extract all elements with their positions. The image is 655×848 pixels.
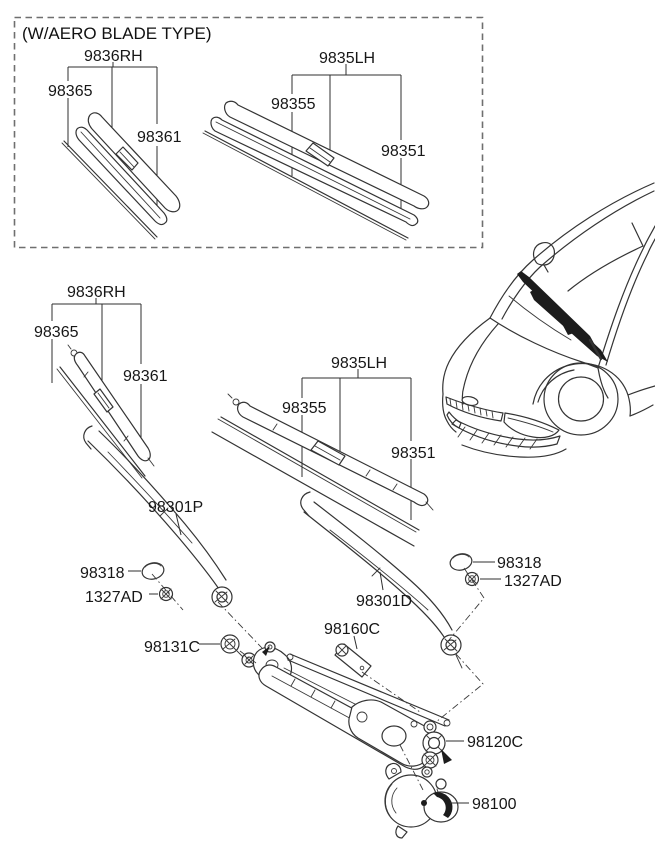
- callout-aero-rh-assembly: 9836RH: [84, 48, 143, 65]
- cap-left-drawing: [141, 562, 165, 580]
- callout-std-lh-assembly: 9835LH: [331, 355, 387, 372]
- callout-cap-right: 98318: [497, 555, 542, 572]
- bracket-aero-rh: [67, 62, 158, 214]
- callout-damper: 98160C: [324, 621, 380, 638]
- callout-nut-left: 1327AD: [85, 589, 143, 606]
- callout-std-rh-blade: 98365: [34, 324, 79, 341]
- callout-nut-right: 1327AD: [504, 573, 562, 590]
- callout-aero-rh-blade: 98365: [48, 83, 93, 100]
- callout-std-rh-refill: 98361: [123, 368, 168, 385]
- callout-arm-right: 98301D: [356, 593, 412, 610]
- callout-std-rh-assembly: 9836RH: [67, 284, 126, 301]
- linkage-drawing: [241, 641, 452, 778]
- callout-aero-lh-assembly: 9835LH: [319, 50, 375, 67]
- callout-cap-left: 98318: [80, 565, 125, 582]
- callout-aero-lh-refill: 98351: [381, 143, 426, 160]
- wiper-arm-left-drawing: [83, 425, 233, 608]
- callout-motor: 98100: [472, 796, 517, 813]
- assembly-centerlines: [151, 567, 485, 791]
- callout-arm-left: 98301P: [148, 499, 203, 516]
- car-illustration: [442, 182, 655, 458]
- leader-lines: [128, 513, 501, 804]
- aero-lh-blade-drawing: [202, 100, 430, 241]
- grommet-drawing: [220, 634, 244, 658]
- callout-grommet: 98131C: [144, 639, 200, 656]
- callout-aero-rh-refill: 98361: [137, 129, 182, 146]
- callout-linkage: 98120C: [467, 734, 523, 751]
- aero-rh-blade-drawing: [61, 112, 181, 240]
- damper-drawing: [334, 643, 372, 678]
- motor-drawing: [384, 762, 459, 839]
- bracket-std-rh: [51, 298, 142, 455]
- aero-blade-box: [13, 16, 484, 249]
- aero-box-title: (W/AERO BLADE TYPE): [22, 24, 212, 43]
- callout-std-lh-refill: 98351: [391, 445, 436, 462]
- cap-right-drawing: [449, 553, 473, 571]
- callout-aero-lh-blade: 98355: [271, 96, 316, 113]
- callout-std-lh-blade: 98355: [282, 400, 327, 417]
- wiper-arm-right-drawing: [300, 491, 463, 669]
- nut-right-drawing: [464, 571, 480, 587]
- nut-left-drawing: [158, 586, 174, 602]
- std-lh-blade-drawing: [211, 393, 434, 547]
